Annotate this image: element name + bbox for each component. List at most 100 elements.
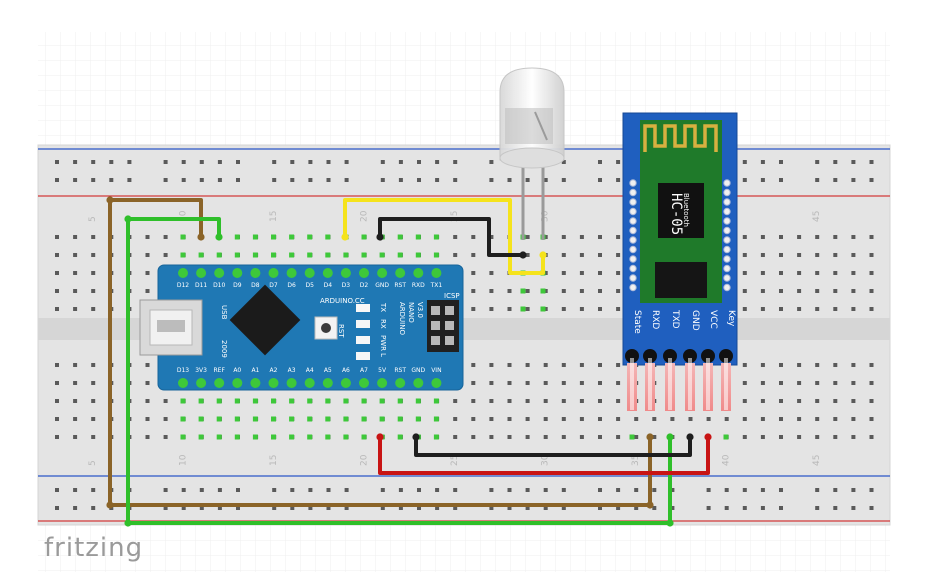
model-line-1: ARDUINO xyxy=(398,302,406,335)
hole xyxy=(616,435,621,439)
connected-hole xyxy=(629,434,635,440)
hole xyxy=(525,307,530,311)
rail-hole xyxy=(163,506,168,510)
connected-hole xyxy=(433,234,439,240)
connected-hole xyxy=(325,434,331,440)
rail-hole xyxy=(236,488,240,492)
connected-hole xyxy=(433,252,439,258)
module-pin-pad xyxy=(663,349,677,363)
wire-end xyxy=(646,433,654,441)
hole xyxy=(471,363,476,367)
wire-black-top[interactable] xyxy=(378,217,525,257)
connected-hole xyxy=(433,434,439,440)
hole xyxy=(579,363,584,367)
connected-hole xyxy=(520,306,526,312)
hole xyxy=(616,289,621,293)
icsp-header xyxy=(427,300,459,352)
microcontroller-chip xyxy=(229,284,301,356)
rail-hole xyxy=(634,506,639,510)
rail-hole xyxy=(199,160,204,164)
connected-hole xyxy=(325,252,331,258)
rail-hole xyxy=(724,488,729,492)
column-number: 45 xyxy=(812,211,822,222)
connected-hole xyxy=(216,416,222,422)
connected-hole xyxy=(180,416,186,422)
connected-hole xyxy=(397,416,403,422)
pin-label: D8 xyxy=(251,282,260,289)
connected-hole xyxy=(307,252,313,258)
rail-hole xyxy=(199,178,204,182)
hole xyxy=(91,417,96,421)
connected-hole xyxy=(361,234,367,240)
hole xyxy=(797,307,802,311)
header-pin xyxy=(340,378,351,388)
wire-red[interactable] xyxy=(378,435,710,475)
hole xyxy=(760,417,765,421)
rail-hole xyxy=(815,488,820,492)
header-pin xyxy=(431,378,442,388)
header-pin xyxy=(304,268,315,278)
led[interactable] xyxy=(499,67,565,240)
hole xyxy=(91,289,96,293)
hole xyxy=(489,307,494,311)
header-pin xyxy=(232,268,243,278)
rail-hole xyxy=(91,160,96,164)
rail-hole xyxy=(163,488,168,492)
hole xyxy=(851,381,856,385)
connected-hole xyxy=(343,434,349,440)
header-pin xyxy=(377,268,388,278)
wire-black-bottom[interactable] xyxy=(414,435,692,457)
connected-hole xyxy=(216,398,222,404)
connected-hole xyxy=(379,398,385,404)
rail-hole xyxy=(236,506,240,510)
rail-hole xyxy=(760,160,765,164)
wire-green[interactable] xyxy=(126,217,672,525)
hole xyxy=(579,271,584,275)
hole xyxy=(598,253,602,257)
hole xyxy=(634,417,639,421)
hole xyxy=(670,417,675,421)
hole xyxy=(145,435,150,439)
rail-hole xyxy=(91,178,96,182)
rail-hole xyxy=(217,488,222,492)
header-pin xyxy=(431,268,442,278)
rail-hole xyxy=(55,160,59,164)
reset-button[interactable] xyxy=(314,316,338,340)
hole xyxy=(598,417,602,421)
pin-label: RST xyxy=(394,367,406,374)
connected-hole xyxy=(252,398,258,404)
rail-hole xyxy=(453,160,458,164)
pin-label: D6 xyxy=(287,282,296,289)
rail-hole xyxy=(236,160,240,164)
hole xyxy=(453,235,458,239)
hole xyxy=(833,289,838,293)
hole xyxy=(579,235,584,239)
hole xyxy=(471,271,476,275)
rail-hole xyxy=(435,488,440,492)
hole xyxy=(598,399,602,403)
hole xyxy=(797,399,802,403)
rail-hole xyxy=(561,506,566,510)
pin-label: A1 xyxy=(251,367,259,374)
wire-brown[interactable] xyxy=(108,198,652,507)
rail-hole xyxy=(561,178,566,182)
hole xyxy=(869,417,874,421)
pin-label: REF xyxy=(213,367,225,374)
hole xyxy=(779,253,783,257)
rail-hole xyxy=(91,488,96,492)
hole xyxy=(507,435,512,439)
rail-hole xyxy=(453,488,458,492)
connected-hole xyxy=(343,398,349,404)
hole xyxy=(525,363,530,367)
castellation xyxy=(723,274,731,282)
wire-yellow[interactable] xyxy=(343,198,545,275)
header-pin xyxy=(268,378,279,388)
column-number: 30 xyxy=(541,454,551,466)
module-chip xyxy=(658,183,704,238)
connected-hole xyxy=(723,434,729,440)
hole xyxy=(869,381,874,385)
